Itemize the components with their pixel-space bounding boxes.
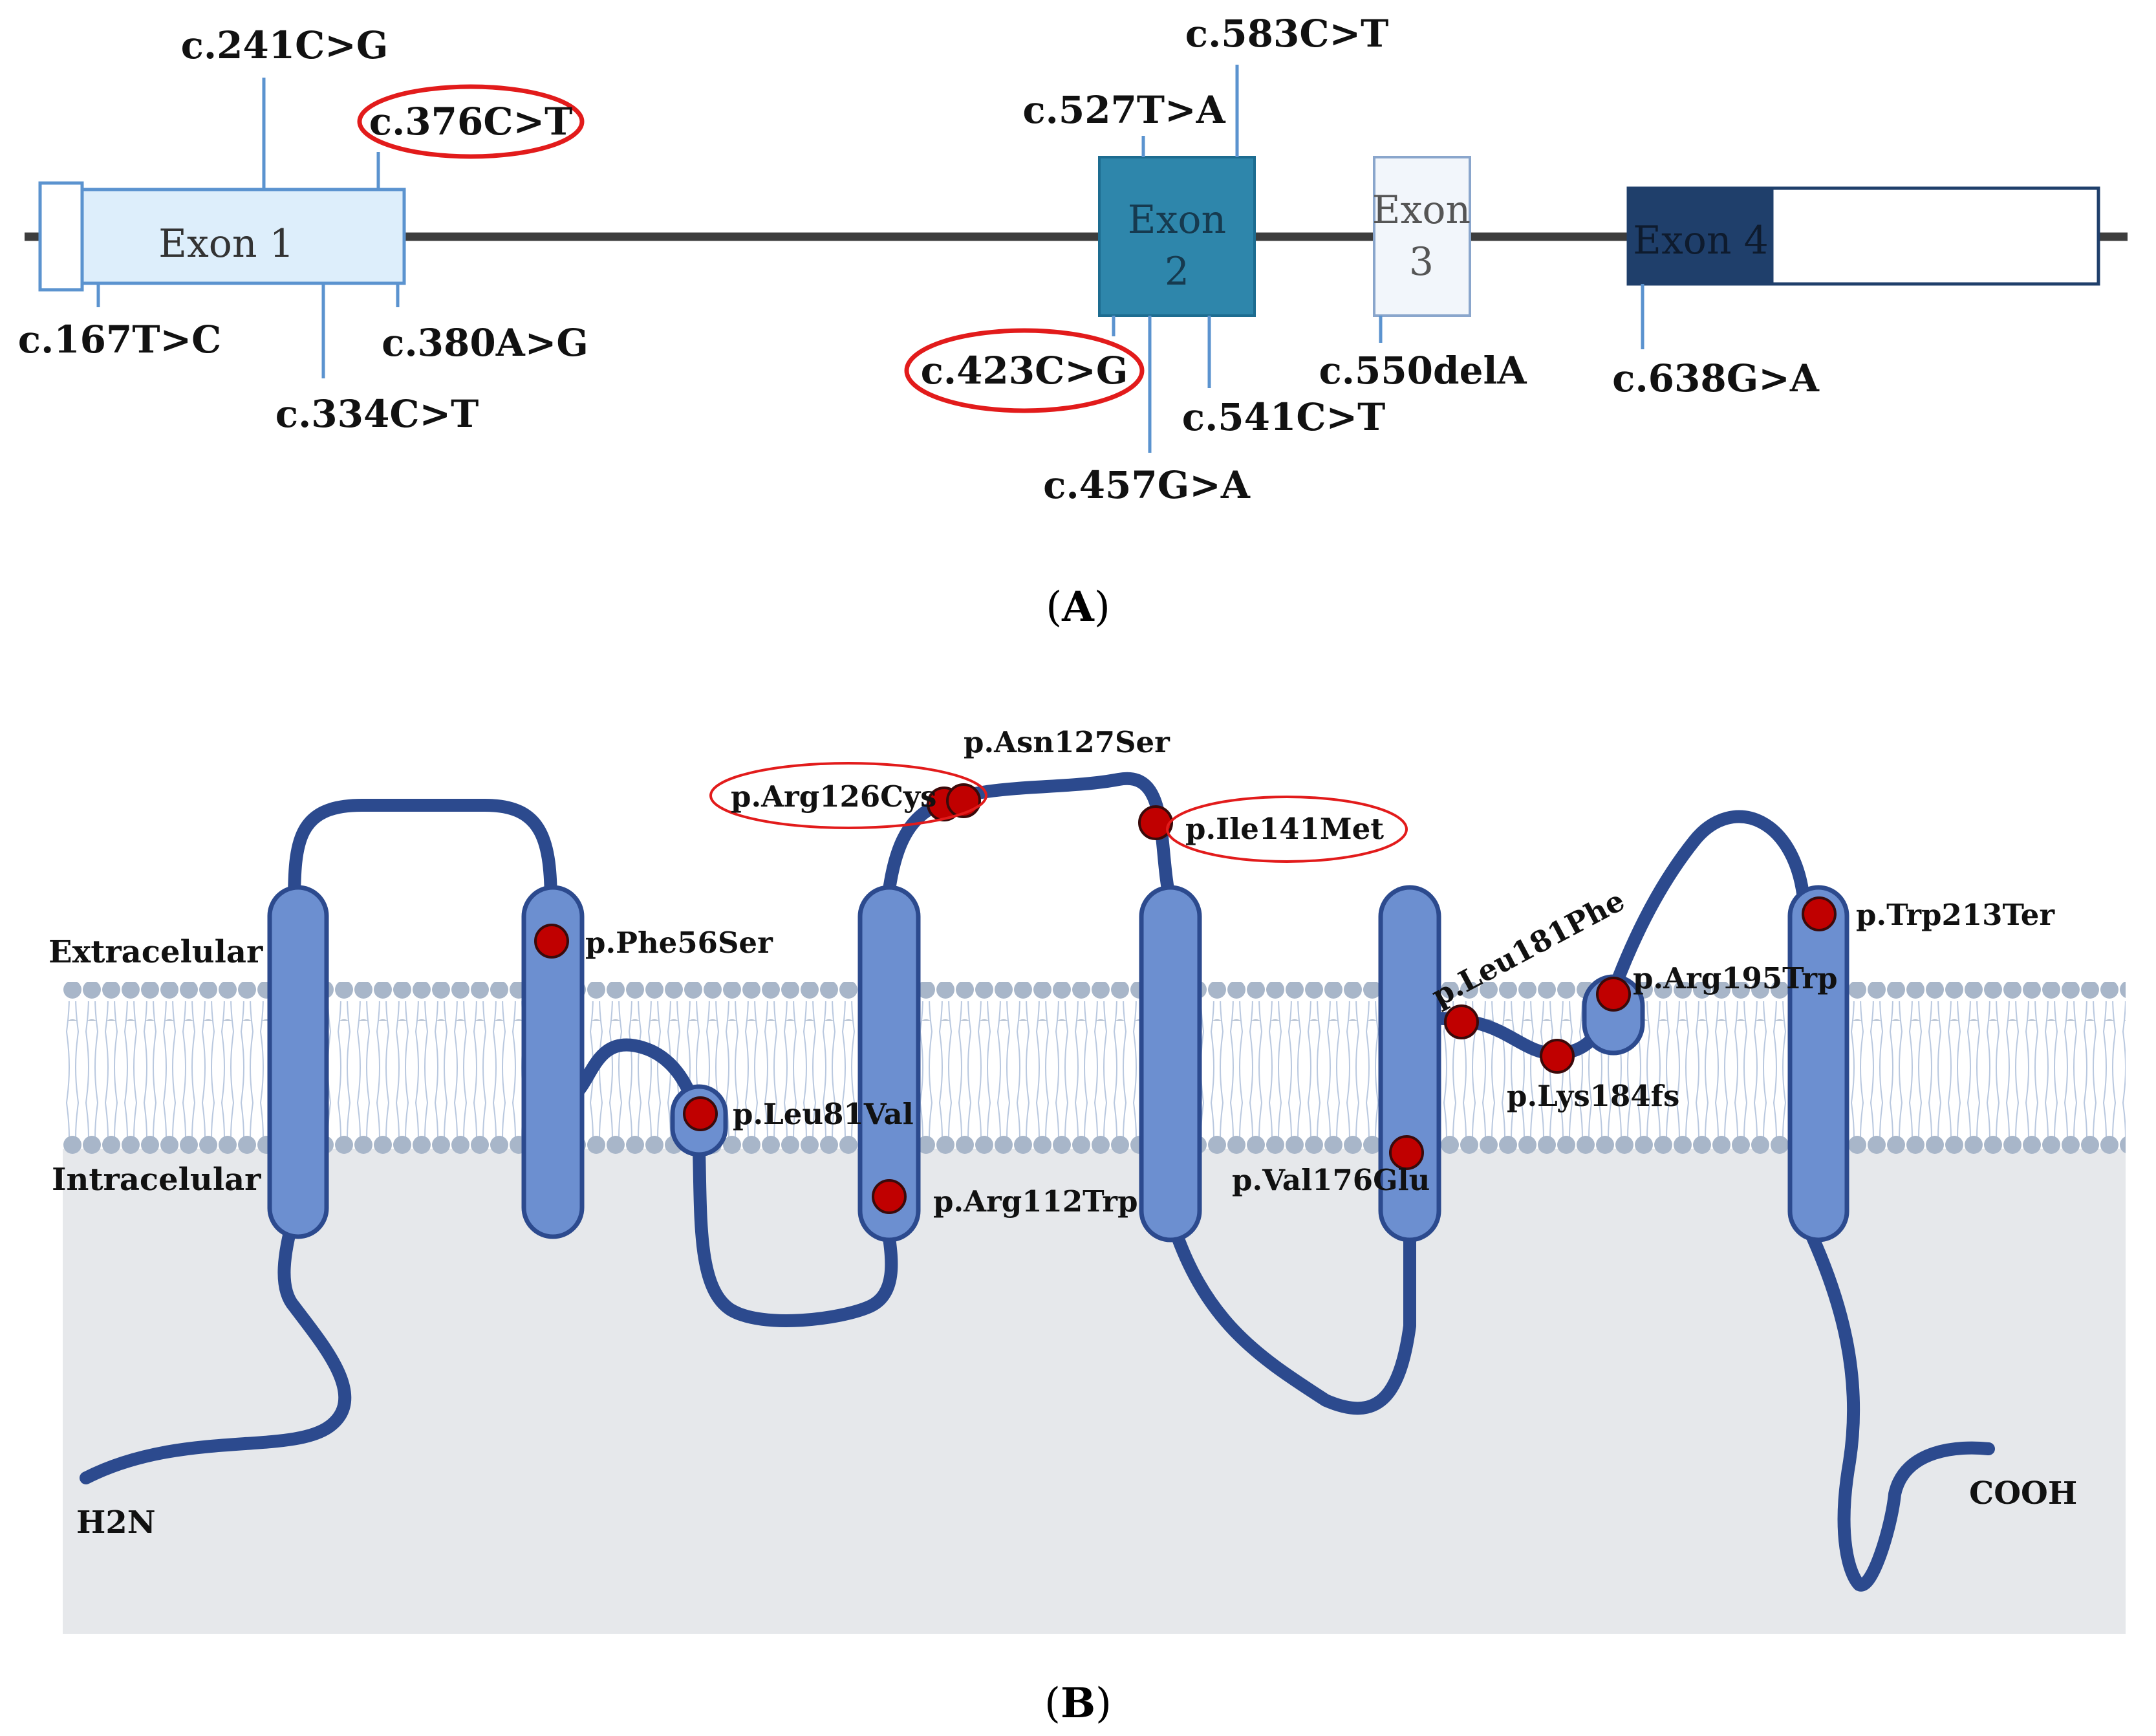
lipid-tails	[63, 1001, 2126, 1149]
lipid-heads-outer	[63, 982, 2126, 1021]
variant-label-c583: c.583C>T	[1185, 12, 1389, 56]
variant-label-c334: c.334C>T	[275, 392, 479, 436]
exon4-box	[1626, 186, 1774, 286]
panel-b-caption: (B)	[1044, 1679, 1112, 1728]
variant-labels: c.241C>G c.376C>T c.167T>C c.334C>T c.38…	[18, 12, 1820, 507]
membrane-bilayer	[63, 982, 2126, 1168]
exon3-label-line1: Exon	[1372, 188, 1471, 233]
mut-r126c-label: p.Arg126Cys	[731, 779, 936, 814]
helix-tm3	[857, 885, 921, 1242]
mut-w213x-label: p.Trp213Ter	[1856, 898, 2055, 932]
exon4-label: Exon 4	[1633, 218, 1769, 263]
mutation-markers	[534, 783, 1837, 1214]
variant-label-c241: c.241C>G	[181, 23, 389, 67]
helix-tm6	[1787, 885, 1849, 1242]
helix-tm1	[267, 885, 329, 1239]
label-intracellular: Intracelular	[52, 1162, 261, 1198]
exon2-box	[1098, 156, 1256, 317]
exon4-utr	[1770, 186, 2100, 286]
exon2-label-line2: 2	[1165, 249, 1189, 294]
mut-v176e-dot	[1389, 1135, 1424, 1170]
variant-ticks	[96, 65, 1644, 453]
panel-b-protein-topology: Extracelular Intracelular	[49, 725, 2126, 1728]
variant-label-c423: c.423C>G	[921, 349, 1128, 393]
mut-n127s-label: p.Asn127Ser	[964, 725, 1170, 759]
exon2-label-line1: Exon	[1128, 197, 1226, 243]
mut-r195w-dot	[1596, 977, 1631, 1012]
highlight-ring-c376	[357, 84, 585, 159]
mut-l181f-dot	[1444, 1004, 1479, 1039]
mut-r195w-label: p.Arg195Trp	[1633, 961, 1838, 995]
highlight-ring-r126c	[709, 762, 987, 829]
helix-tm2	[521, 885, 585, 1239]
variant-label-c457: c.457G>A	[1043, 463, 1251, 507]
highlight-ring-c423	[904, 328, 1145, 413]
mutation-labels: p.Phe56Ser p.Leu81Val p.Arg112Trp p.Arg1…	[585, 725, 2055, 1219]
lipid-heads-inner	[63, 1129, 2126, 1168]
mut-k184fs-dot	[1540, 1039, 1575, 1074]
variant-label-c167: c.167T>C	[18, 318, 222, 362]
exon1-label: Exon 1	[158, 221, 294, 266]
label-c-terminus: COOH	[1969, 1475, 2077, 1512]
mut-l81v-label: p.Leu81Val	[733, 1097, 914, 1131]
mut-v176e-label: p.Val176Glu	[1232, 1163, 1430, 1197]
exon3-label-line2: 3	[1409, 239, 1434, 285]
helix-tm4	[1139, 885, 1202, 1242]
mut-w213x-dot	[1802, 896, 1837, 931]
exon3-box	[1373, 156, 1471, 317]
label-extracellular: Extracelular	[49, 934, 263, 970]
variant-label-c376: c.376C>T	[369, 100, 573, 144]
panel-a-gene-structure: Exon 1 Exon 2 Exon 3 Exon 4	[18, 12, 2128, 631]
variant-label-c527: c.527T>A	[1022, 88, 1225, 132]
variant-label-c541: c.541C>T	[1182, 395, 1386, 439]
exon1-utr	[38, 181, 84, 292]
exon1-box	[80, 188, 406, 285]
variant-label-c380: c.380A>G	[382, 321, 588, 365]
mut-r112w-label: p.Arg112Trp	[933, 1184, 1138, 1219]
variant-label-c638: c.638G>A	[1612, 356, 1820, 400]
mut-l81v-dot	[683, 1096, 718, 1131]
label-n-terminus: H2N	[76, 1504, 156, 1541]
mut-i141m-label: p.Ile141Met	[1185, 812, 1384, 846]
mut-f56s-label: p.Phe56Ser	[585, 926, 773, 960]
variant-label-c550: c.550delA	[1319, 349, 1527, 393]
mut-k184fs-label: p.Lys184fs	[1507, 1079, 1679, 1113]
intracellular-region	[63, 1149, 2126, 1634]
highlight-ring-i141m	[1166, 796, 1408, 863]
mut-i141m-dot	[1138, 805, 1173, 840]
mut-f56s-dot	[534, 924, 569, 959]
panel-a-caption: (A)	[1046, 583, 1110, 631]
mut-r112w-dot	[872, 1179, 907, 1214]
